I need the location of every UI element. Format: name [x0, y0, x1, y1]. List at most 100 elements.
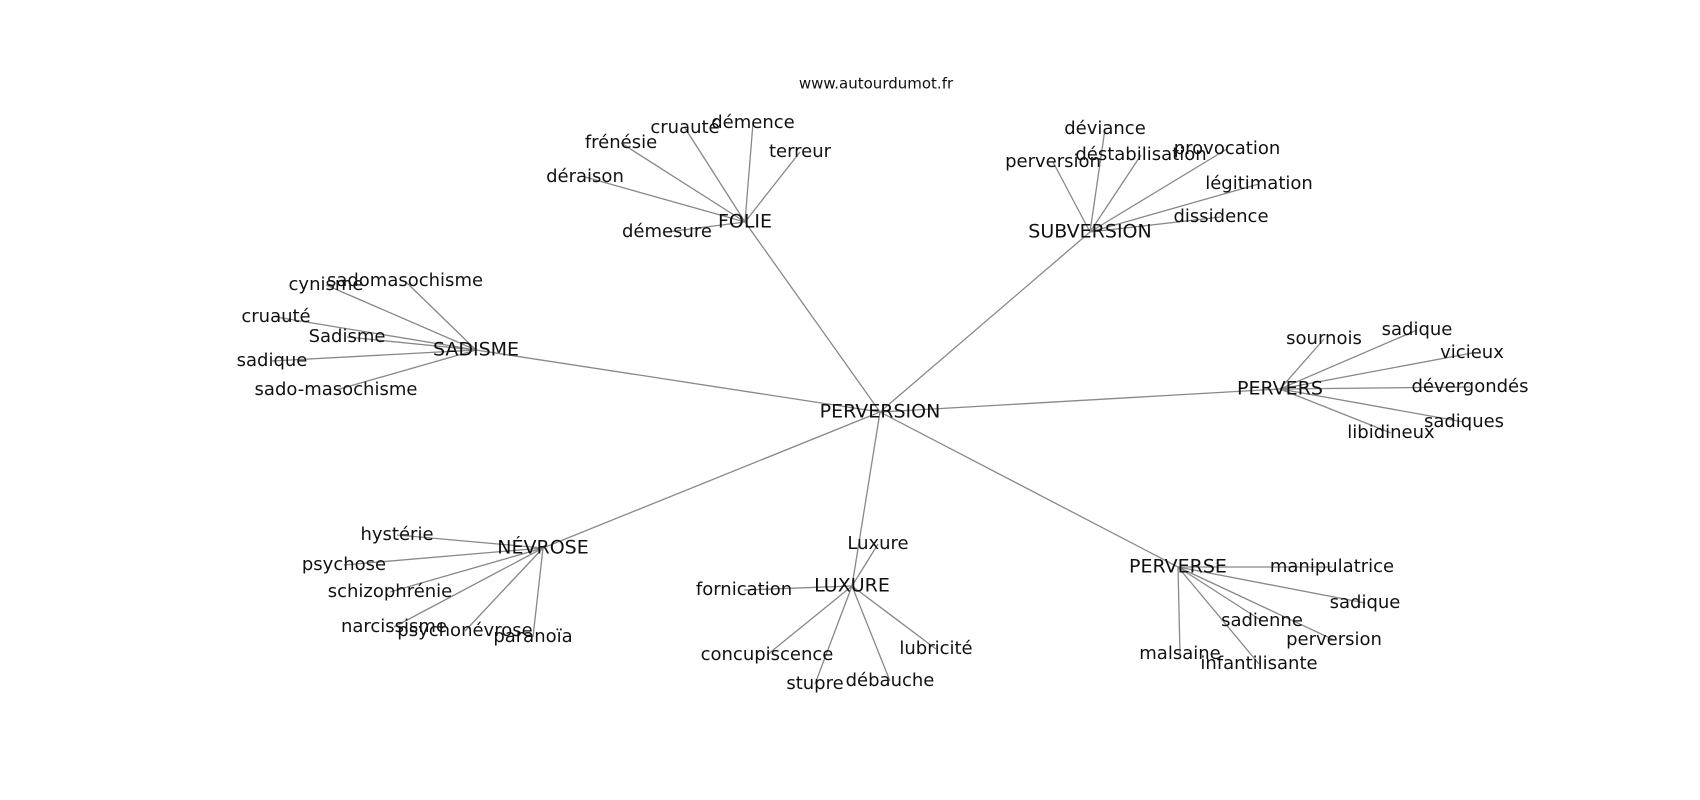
leaf-label-pervers: sournois: [1286, 328, 1362, 349]
leaf-label-subversion: provocation: [1174, 138, 1281, 159]
edge-center-perverse: [879, 411, 1179, 568]
leaf-label-sadisme: Sadisme: [309, 326, 386, 347]
hub-label-subversion: SUBVERSION: [1028, 221, 1151, 243]
leaf-label-nevrose: psychose: [302, 554, 386, 575]
hub-label-perverse: PERVERSE: [1129, 556, 1227, 578]
edge-subversion-1: [1052, 161, 1091, 233]
edge-nevrose-3: [393, 547, 544, 628]
edge-sadisme-1: [404, 280, 477, 351]
edge-nevrose-0: [396, 534, 544, 549]
edge-perverse-1: [1177, 566, 1366, 604]
hub-label-luxure: LUXURE: [814, 575, 890, 597]
leaf-label-luxure: stupre: [786, 673, 843, 694]
leaf-label-pervers: sadique: [1382, 319, 1453, 340]
leaf-label-luxure: concupiscence: [701, 644, 834, 665]
leaf-label-folie: déraison: [546, 166, 624, 187]
edge-pervers-2: [1279, 352, 1473, 390]
leaf-label-folie: cruauté: [650, 117, 719, 138]
edge-center-nevrose: [542, 411, 881, 549]
edge-subversion-5: [1089, 216, 1222, 233]
edge-folie-0: [620, 142, 746, 223]
leaf-label-perverse: malsaine: [1139, 643, 1220, 664]
leaf-label-sadisme: sadomasochisme: [327, 270, 483, 291]
leaf-label-sadisme: sadique: [237, 350, 308, 371]
leaf-label-pervers: sadiques: [1424, 411, 1504, 432]
leaf-label-folie: démence: [711, 112, 795, 133]
edge-pervers-3: [1279, 386, 1471, 390]
edge-perverse-4: [1177, 566, 1181, 655]
leaf-label-subversion: déviance: [1064, 118, 1146, 139]
leaf-label-nevrose: hystérie: [360, 524, 433, 545]
leaf-label-luxure: Luxure: [847, 533, 908, 554]
leaf-label-nevrose: paranoïa: [493, 626, 572, 647]
leaf-label-nevrose: schizophrénie: [328, 581, 453, 602]
edge-sadisme-4: [271, 349, 477, 362]
edge-center-pervers: [879, 388, 1281, 413]
edge-subversion-4: [1089, 183, 1260, 233]
leaf-label-pervers: vicieux: [1440, 342, 1504, 363]
edge-luxure-5: [851, 585, 937, 650]
edge-folie-4: [584, 176, 746, 223]
edge-perverse-2: [1177, 566, 1263, 622]
edge-perverse-3: [1177, 566, 1335, 641]
hub-label-sadisme: SADISME: [433, 339, 519, 361]
leaf-label-luxure: lubricité: [899, 638, 972, 659]
leaf-label-subversion: dissidence: [1173, 206, 1268, 227]
hub-label-nevrose: NÉVROSE: [497, 536, 588, 559]
edge-sadisme-5: [335, 349, 477, 391]
edge-center-folie: [744, 221, 881, 413]
leaf-label-luxure: fornication: [696, 579, 792, 600]
leaf-label-folie: démesure: [622, 221, 712, 242]
edge-nevrose-1: [343, 547, 544, 566]
edge-subversion-2: [1089, 154, 1142, 233]
edge-nevrose-2: [389, 547, 544, 593]
hub-label-pervers: PERVERS: [1237, 378, 1323, 400]
leaf-label-subversion: perversion: [1005, 151, 1101, 172]
edge-luxure-4: [851, 585, 891, 682]
edge-pervers-4: [1279, 388, 1465, 423]
leaf-label-pervers: dévergondés: [1411, 376, 1528, 397]
edge-sadisme-0: [325, 284, 477, 351]
edge-subversion-0: [1089, 128, 1106, 233]
leaf-label-folie: frénésie: [585, 132, 657, 153]
leaf-label-perverse: manipulatrice: [1270, 556, 1394, 577]
source-label: www.autourdumot.fr: [799, 75, 954, 93]
edge-folie-5: [666, 221, 746, 233]
leaf-label-perverse: sadienne: [1221, 610, 1303, 631]
leaf-label-perverse: infantilisante: [1200, 653, 1317, 674]
leaf-label-perverse: perversion: [1286, 629, 1382, 650]
center-node-label: PERVERSION: [820, 401, 941, 423]
edge-luxure-3: [814, 585, 853, 685]
leaf-label-nevrose: psychonévrose: [397, 620, 532, 641]
leaf-label-folie: terreur: [769, 141, 832, 162]
leaf-label-subversion: déstabilisation: [1075, 144, 1206, 165]
edge-perverse-5: [1177, 566, 1260, 665]
edge-pervers-5: [1279, 388, 1392, 434]
edge-luxure-1: [743, 585, 853, 591]
leaf-label-pervers: libidineux: [1347, 422, 1435, 443]
edge-pervers-1: [1279, 329, 1418, 390]
edge-folie-2: [744, 122, 754, 223]
leaf-label-sadisme: cynisme: [289, 274, 364, 295]
leaf-label-nevrose: narcissisme: [341, 616, 447, 637]
leaf-label-sadisme: sado-masochisme: [255, 379, 418, 400]
edge-center-subversion: [879, 231, 1091, 413]
hub-label-folie: FOLIE: [718, 211, 772, 233]
graph-labels: www.autourdumot.fr PERVERSION frénésiecr…: [237, 75, 1529, 695]
leaf-label-luxure: débauche: [846, 670, 935, 691]
edge-pervers-0: [1279, 338, 1325, 390]
edge-luxure-2: [766, 585, 853, 656]
edge-folie-3: [744, 151, 801, 223]
edge-luxure-0: [851, 543, 879, 587]
edge-nevrose-4: [464, 547, 544, 632]
graph-edges: [271, 122, 1473, 685]
leaf-label-perverse: sadique: [1330, 592, 1401, 613]
edge-sadisme-3: [346, 336, 477, 351]
edge-folie-1: [684, 127, 746, 223]
edge-subversion-3: [1089, 148, 1228, 233]
edge-center-luxure: [851, 411, 881, 587]
leaf-label-sadisme: cruauté: [241, 306, 310, 327]
edge-sadisme-2: [275, 316, 477, 351]
leaf-label-subversion: légitimation: [1205, 173, 1313, 194]
